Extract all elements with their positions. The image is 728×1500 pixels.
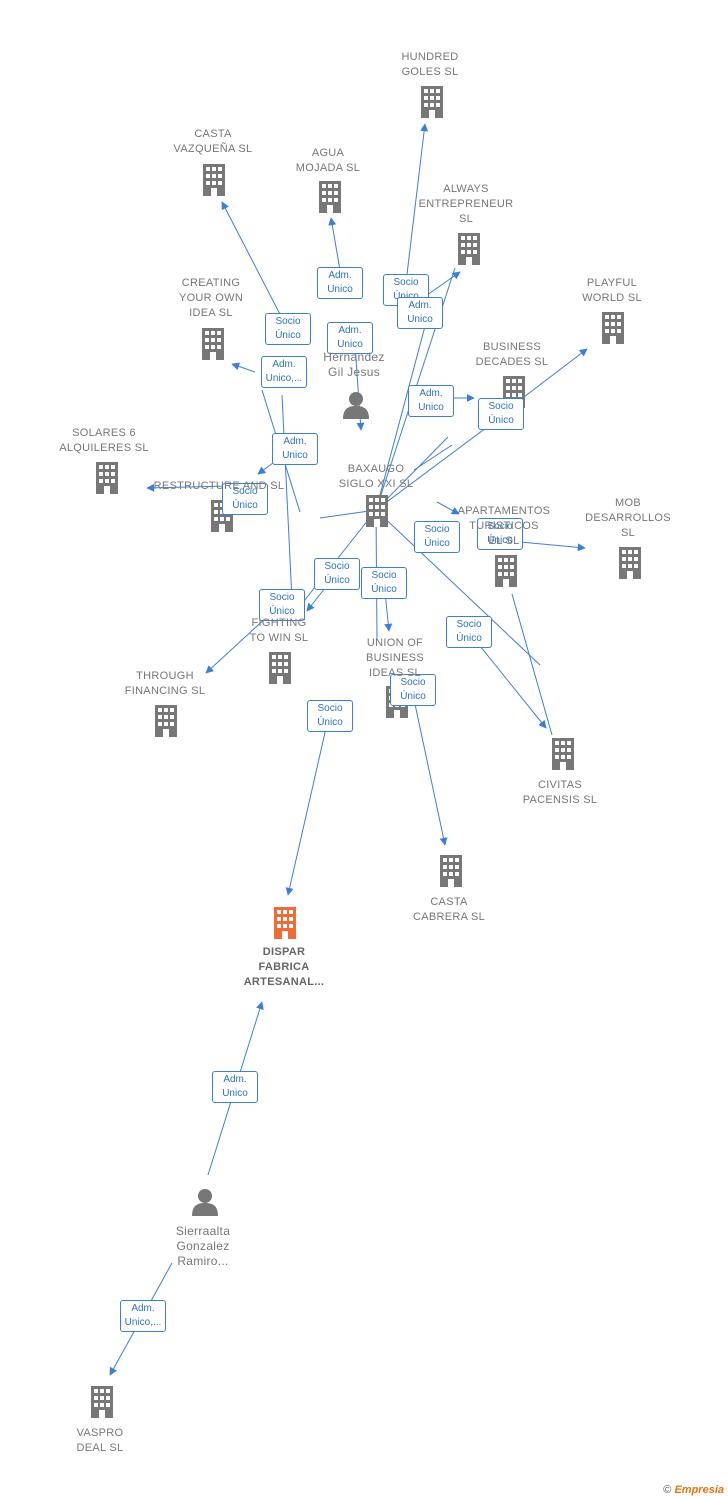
node-label-union[interactable]: UNION OF BUSINESS IDEAS SL xyxy=(325,636,465,681)
building-icon-civitas[interactable] xyxy=(552,738,574,770)
edge-label-hernandez-casta_c[interactable]: Socio Único xyxy=(390,674,436,706)
node-label-casta_c[interactable]: CASTA CABRERA SL xyxy=(379,895,519,925)
node-name: UNION OF BUSINESS IDEAS SL xyxy=(365,637,425,679)
edge-line-hub xyxy=(375,509,541,666)
edge-line-hub xyxy=(413,444,453,471)
edge-label-hernandez-agua[interactable]: Adm. Unico xyxy=(317,267,363,299)
edge-label-hernandez-through[interactable]: Socio Único xyxy=(259,589,305,621)
node-name: CREATING YOUR OWN IDEA SL xyxy=(178,277,244,319)
building-icon-through[interactable] xyxy=(155,705,177,737)
node-label-agua[interactable]: AGUA MOJADA SL xyxy=(258,146,398,176)
building-icon-fighting[interactable] xyxy=(269,652,291,684)
building-icon-solares[interactable] xyxy=(96,462,118,494)
node-name: BUSINESS DECADES SL xyxy=(475,341,549,368)
edge-label-hernandez-apartamentos[interactable]: Socio Único xyxy=(414,521,460,553)
building-icon-mob[interactable] xyxy=(619,547,641,579)
building-icon-always[interactable] xyxy=(458,233,480,265)
node-label-restructure[interactable]: RESTRUCTURE AND SL xyxy=(149,479,289,494)
node-name: FIGHTING TO WIN SL xyxy=(249,617,309,644)
node-name: CASTA CABRERA SL xyxy=(412,896,486,923)
copyright-symbol: © xyxy=(663,1484,672,1496)
edge-label-hernandez-union[interactable]: Socio Único xyxy=(361,567,407,599)
edge-label-hernandez-baxaugo[interactable]: Adm. Unico xyxy=(327,322,373,354)
edge-hernandez-apartamentos xyxy=(436,501,460,515)
node-label-solares[interactable]: SOLARES 6 ALQUILERES SL xyxy=(34,426,174,456)
edge-label-hernandez-casta_v[interactable]: Socio Único xyxy=(265,313,311,345)
edge-line-hub xyxy=(511,593,553,736)
edge-label-hernandez-solares[interactable]: Socio Único xyxy=(222,483,268,515)
node-label-through[interactable]: THROUGH FINANCING SL xyxy=(95,669,235,699)
edge-label-hernandez-mob[interactable]: Socio Único xyxy=(477,518,523,550)
edge-label-hernandez-civitas[interactable]: Socio Único xyxy=(446,616,492,648)
node-label-fighting[interactable]: FIGHTING TO WIN SL xyxy=(209,616,349,646)
node-label-civitas[interactable]: CIVITAS PACENSIS SL xyxy=(490,778,630,808)
node-name: RESTRUCTURE AND SL xyxy=(153,480,285,492)
building-icon-vaspro[interactable] xyxy=(91,1386,113,1418)
node-name: CIVITAS PACENSIS SL xyxy=(522,779,598,806)
node-name: MOB DESARROLLOS SL xyxy=(585,497,671,539)
edge-line-hub xyxy=(281,394,293,601)
node-label-sierraalta[interactable]: Sierraalta Gonzalez Ramiro... xyxy=(133,1224,273,1269)
node-label-hernandez[interactable]: Hernandez Gil Jesus xyxy=(284,350,424,380)
node-label-dispar[interactable]: DISPAR FABRICA ARTESANAL... xyxy=(214,945,354,990)
node-label-hundred[interactable]: HUNDRED GOLES SL xyxy=(360,50,500,80)
node-label-creating[interactable]: CREATING YOUR OWN IDEA SL xyxy=(141,276,281,321)
edge-hernandez-agua xyxy=(328,217,341,271)
building-icon-dispar[interactable] xyxy=(274,907,296,939)
edge-label-hernandez-business[interactable]: Adm. Unico xyxy=(408,385,454,417)
node-label-casta_v[interactable]: CASTA VAZQUEÑA SL xyxy=(143,127,283,157)
node-name: PLAYFUL WORLD SL xyxy=(582,277,642,304)
node-name: ALWAYS ENTREPRENEUR SL xyxy=(418,183,514,225)
footer-brand: © Empresia xyxy=(663,1484,724,1496)
person-icon-hernandez[interactable] xyxy=(343,392,369,419)
edge-label-sierraalta-vaspro[interactable]: Adm. Unico,... xyxy=(120,1300,166,1332)
node-name: Sierraalta Gonzalez Ramiro... xyxy=(175,1224,231,1268)
building-icon-baxaugo[interactable] xyxy=(366,495,388,527)
node-name: APARTAMENTOS TURISTICOS EL SL xyxy=(457,505,551,547)
edge-line-hub xyxy=(375,436,449,511)
person-icon-sierraalta[interactable] xyxy=(192,1189,218,1216)
edge-hernandez-casta_v xyxy=(221,201,284,321)
node-label-business[interactable]: BUSINESS DECADES SL xyxy=(442,340,582,370)
building-icon-hundred[interactable] xyxy=(421,86,443,118)
node-name: THROUGH FINANCING SL xyxy=(124,670,206,697)
node-label-always[interactable]: ALWAYS ENTREPRENEUR SL xyxy=(396,182,536,227)
node-label-apartamentos[interactable]: APARTAMENTOS TURISTICOS EL SL xyxy=(434,504,574,549)
node-name: HUNDRED GOLES SL xyxy=(401,51,459,78)
node-name: CASTA VAZQUEÑA SL xyxy=(173,128,253,155)
edge-label-hernandez-creating[interactable]: Adm. Unico,... xyxy=(261,356,307,388)
edge-label-hernandez-fighting[interactable]: Socio Único xyxy=(314,558,360,590)
edge-line-hub xyxy=(375,299,433,511)
edge-hernandez-casta_c xyxy=(411,689,448,846)
edge-label-hernandez-restructure[interactable]: Adm. Unico xyxy=(272,433,318,465)
building-icon-casta_c[interactable] xyxy=(440,855,462,887)
node-label-playful[interactable]: PLAYFUL WORLD SL xyxy=(542,276,682,306)
node-name: SOLARES 6 ALQUILERES SL xyxy=(59,427,149,454)
node-name: AGUA MOJADA SL xyxy=(295,147,361,174)
node-label-mob[interactable]: MOB DESARROLLOS SL xyxy=(558,496,698,541)
building-icon-casta_v[interactable] xyxy=(203,164,225,196)
node-name: DISPAR FABRICA ARTESANAL... xyxy=(243,946,325,988)
edge-hernandez-playful xyxy=(519,348,588,401)
node-name: BAXAUGO SIGLO XXI SL xyxy=(338,463,414,490)
edge-label-hernandez-always[interactable]: Adm. Unico xyxy=(397,297,443,329)
building-icon-agua[interactable] xyxy=(319,181,341,213)
edge-label-hernandez-playful[interactable]: Socio Único xyxy=(478,398,524,430)
edge-label-hernandez-dispar[interactable]: Socio Único xyxy=(307,700,353,732)
building-icon-playful[interactable] xyxy=(602,312,624,344)
brand-logo[interactable]: Empresia xyxy=(674,1484,724,1496)
node-label-vaspro[interactable]: VASPRO DEAL SL xyxy=(30,1426,170,1456)
building-icon-creating[interactable] xyxy=(202,328,224,360)
edge-label-sierraalta-dispar[interactable]: Adm. Unico xyxy=(212,1071,258,1103)
node-label-baxaugo[interactable]: BAXAUGO SIGLO XXI SL xyxy=(306,462,446,492)
edge-hernandez-creating xyxy=(231,362,256,373)
edge-hernandez-hundred xyxy=(404,123,429,292)
edge-hernandez-solares xyxy=(146,483,229,492)
edge-hernandez-dispar xyxy=(285,714,330,896)
node-name: Hernandez Gil Jesus xyxy=(323,350,385,379)
node-name: VASPRO DEAL SL xyxy=(76,1427,124,1454)
building-icon-apartamentos[interactable] xyxy=(495,555,517,587)
